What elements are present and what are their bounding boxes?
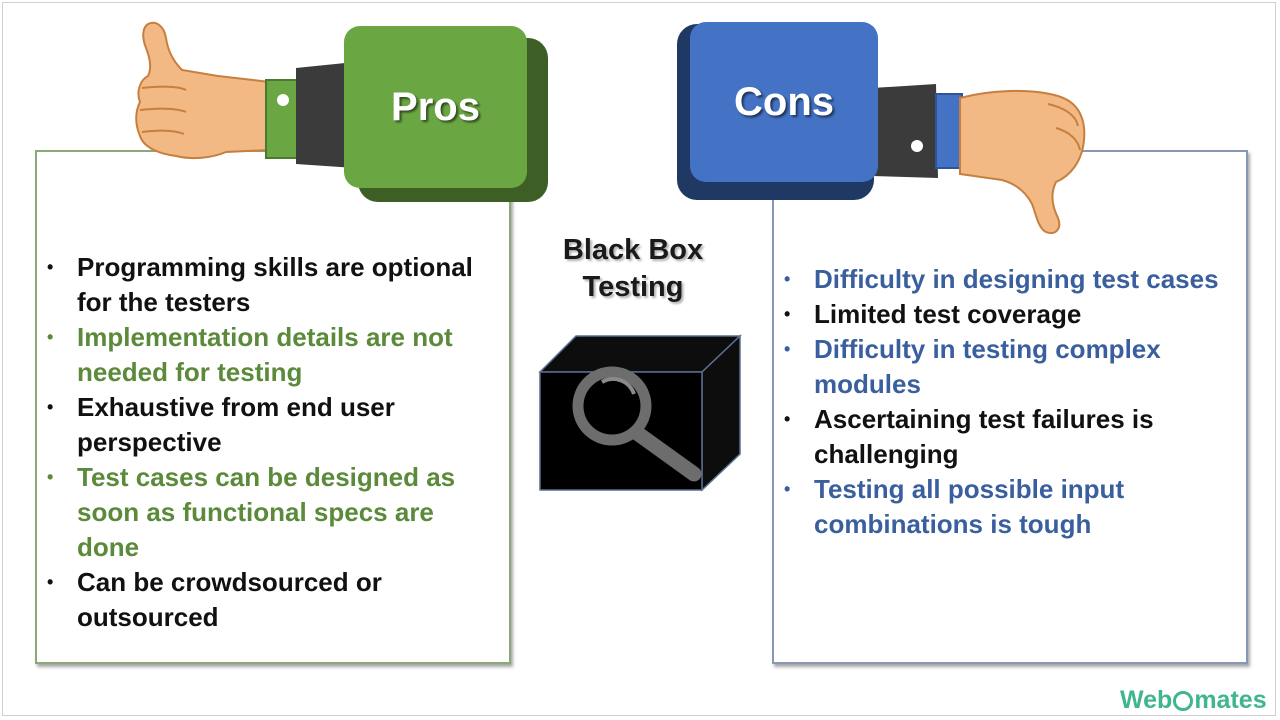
pros-item-text: Implementation details are not needed fo… xyxy=(77,322,453,387)
logo-prefix: Web xyxy=(1120,686,1173,714)
pros-item: •Exhaustive from end user perspective xyxy=(47,392,395,457)
logo-suffix: mates xyxy=(1194,686,1267,714)
cons-item-text: Limited test coverage xyxy=(814,299,1082,329)
pros-item: •Programming skills are optional for the… xyxy=(47,252,473,317)
pros-item: •Test cases can be designed as soon as f… xyxy=(47,462,456,562)
thumbs-down-hand xyxy=(959,89,1086,234)
thumbs-down-icon xyxy=(872,84,1086,234)
cons-item-text: Difficulty in testing complex modules xyxy=(814,334,1161,399)
webomates-logo: Web mates xyxy=(1120,686,1267,715)
pros-label: Pros xyxy=(391,84,480,129)
pros-list: •Programming skills are optional for the… xyxy=(45,250,495,635)
cons-item: •Limited test coverage xyxy=(784,299,1082,329)
thumbs-up-cuff xyxy=(265,79,301,159)
cons-item-text: Testing all possible input combinations … xyxy=(814,474,1125,539)
cons-list: •Difficulty in designing test cases •Lim… xyxy=(782,262,1240,542)
box-front-face xyxy=(539,371,703,491)
thumbs-up-sleeve xyxy=(296,62,355,168)
cons-item: •Ascertaining test failures is challengi… xyxy=(784,404,1154,469)
thumbs-up-hand xyxy=(135,21,271,160)
cons-item-text: Ascertaining test failures is challengin… xyxy=(814,404,1154,469)
thumbs-down-cuff-button xyxy=(911,140,923,152)
cons-item: •Difficulty in testing complex modules xyxy=(784,334,1161,399)
cons-item: •Testing all possible input combinations… xyxy=(784,474,1125,539)
pros-item: •Can be crowdsourced or outsourced xyxy=(47,567,382,632)
pros-item: •Implementation details are not needed f… xyxy=(47,322,453,387)
cons-item-text: Difficulty in designing test cases xyxy=(814,264,1219,294)
thumbs-down-cuff xyxy=(935,93,963,169)
cons-item: •Difficulty in designing test cases xyxy=(784,264,1219,294)
cons-panel: •Difficulty in designing test cases •Lim… xyxy=(772,150,1248,664)
pros-item-text: Programming skills are optional for the … xyxy=(77,252,473,317)
cons-label: Cons xyxy=(734,79,834,124)
pros-item-text: Exhaustive from end user perspective xyxy=(77,392,395,457)
thumbs-up-cuff-button xyxy=(277,94,289,106)
diagram-title: Black Box Testing xyxy=(562,234,704,303)
thumbs-down-sleeve xyxy=(872,84,938,178)
pros-item-text: Test cases can be designed as soon as fu… xyxy=(77,462,456,562)
thumbs-up-icon xyxy=(135,21,355,168)
magnifier-icon xyxy=(572,366,702,482)
logo-o-icon xyxy=(1173,691,1194,711)
pros-item-text: Can be crowdsourced or outsourced xyxy=(77,567,382,632)
pros-panel: •Programming skills are optional for the… xyxy=(35,150,511,664)
black-box-icon xyxy=(538,334,742,492)
pros-key: Pros xyxy=(344,26,527,188)
cons-key: Cons xyxy=(690,22,878,182)
